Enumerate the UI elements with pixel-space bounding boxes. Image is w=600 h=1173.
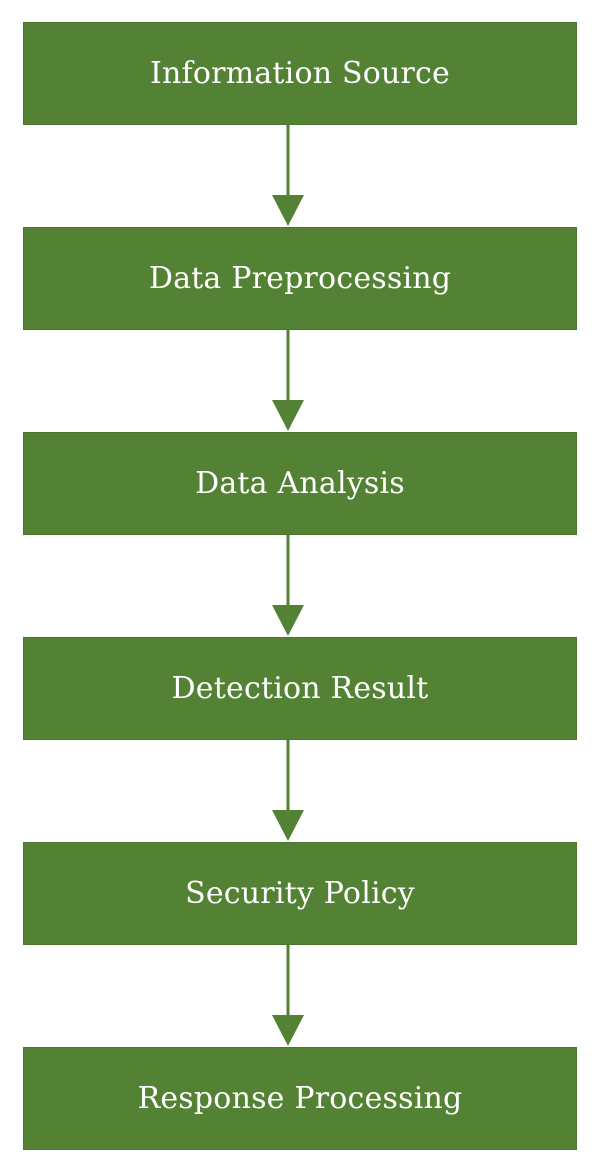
step-label: Security Policy — [185, 876, 415, 911]
step-label: Response Processing — [137, 1081, 463, 1116]
arrow-down-icon — [272, 740, 304, 841]
arrow-down-icon — [272, 125, 304, 226]
step-response-processing: Response Processing — [23, 1047, 577, 1150]
arrow-down-icon — [272, 535, 304, 636]
arrow-down-icon — [272, 330, 304, 431]
step-label: Data Analysis — [195, 466, 405, 501]
arrow-down-icon — [272, 945, 304, 1046]
step-detection-result: Detection Result — [23, 637, 577, 740]
step-data-preprocessing: Data Preprocessing — [23, 227, 577, 330]
step-information-source: Information Source — [23, 22, 577, 125]
step-security-policy: Security Policy — [23, 842, 577, 945]
step-label: Information Source — [149, 56, 450, 91]
step-data-analysis: Data Analysis — [23, 432, 577, 535]
step-label: Data Preprocessing — [148, 261, 452, 296]
step-label: Detection Result — [171, 671, 429, 706]
